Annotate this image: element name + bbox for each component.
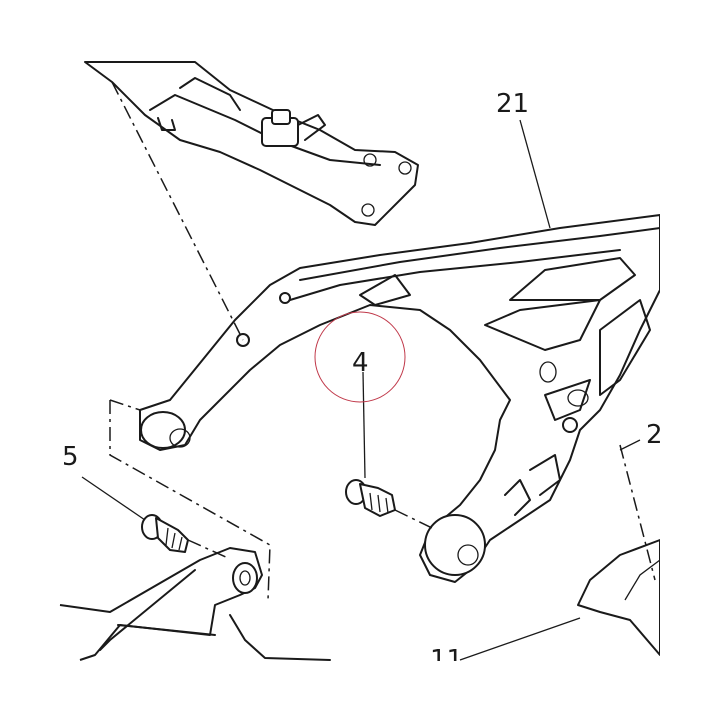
- highlight-circle: [314, 311, 406, 403]
- upper-bracket: [84, 61, 419, 226]
- label-part-5: 5: [62, 442, 79, 472]
- label-part-2-partial: 2: [646, 420, 663, 450]
- main-frame: [139, 214, 661, 583]
- lower-bracket: [59, 547, 331, 661]
- right-cover-partial: [577, 539, 661, 656]
- screw-part: [345, 479, 396, 517]
- bolt-part: [141, 514, 189, 553]
- label-part-4: 4: [352, 348, 369, 378]
- assembly-lines: [109, 81, 656, 601]
- leader-lines: [81, 119, 641, 661]
- label-part-21: 21: [496, 89, 529, 119]
